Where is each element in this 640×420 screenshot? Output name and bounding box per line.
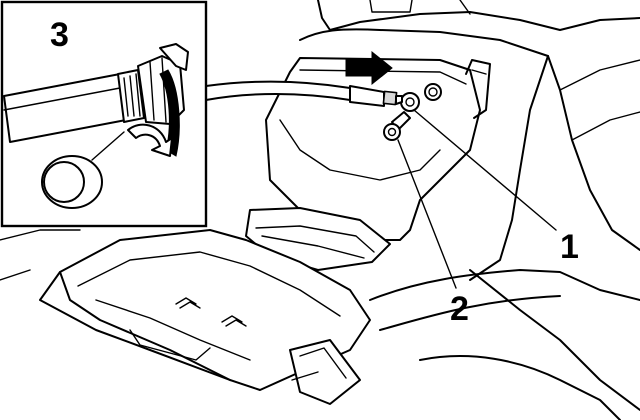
detail-inset	[0, 0, 208, 228]
svg-text:2: 2	[450, 290, 469, 328]
svg-text:3: 3	[50, 16, 69, 54]
fuel-nipple	[395, 92, 420, 112]
svg-text:1: 1	[560, 228, 579, 266]
direction-arrow-icon	[345, 50, 393, 86]
callout-2: 2	[450, 290, 469, 328]
callout-3: 3	[50, 16, 69, 54]
callout-1: 1	[560, 228, 579, 266]
fuel-hose	[205, 80, 398, 107]
nipple-cap	[383, 111, 411, 141]
